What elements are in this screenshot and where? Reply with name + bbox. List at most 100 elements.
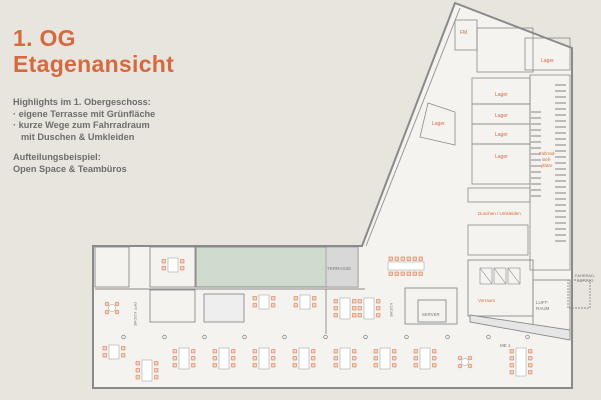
desk xyxy=(515,347,527,377)
layout-example-text: Open Space & Teambüros xyxy=(13,163,127,174)
chair xyxy=(102,346,107,351)
desk xyxy=(258,347,270,370)
label-lager: Lager xyxy=(495,154,508,160)
chair xyxy=(191,363,196,368)
label-vorraum: Vorraum xyxy=(478,298,495,303)
chair xyxy=(333,356,338,361)
chair xyxy=(104,301,110,307)
chair xyxy=(418,271,423,276)
chair xyxy=(357,299,362,304)
column xyxy=(242,334,247,340)
chair xyxy=(406,256,411,261)
chair xyxy=(467,363,473,369)
chair xyxy=(180,259,185,264)
chair xyxy=(102,353,107,358)
desk-group xyxy=(292,347,316,370)
label-fahrradstellplaetze: plätze xyxy=(541,163,553,168)
desk-group xyxy=(172,347,196,370)
desks xyxy=(102,256,533,382)
desk xyxy=(218,347,230,370)
chair xyxy=(509,349,514,354)
highlight-item: mit Duschen & Umkleiden xyxy=(21,131,135,142)
column xyxy=(445,334,450,340)
label-duschen: Duschen / Umkleiden xyxy=(478,211,521,216)
highlight-item: · kurze Wege zum Fahrradraum xyxy=(13,120,150,130)
desk-group xyxy=(333,347,357,370)
chair xyxy=(388,271,393,276)
chair xyxy=(352,299,357,304)
wing-walls xyxy=(419,19,571,271)
chair xyxy=(376,299,381,304)
chair xyxy=(400,256,405,261)
label-fahrrad-aufzug: AUFZUG xyxy=(577,278,593,283)
chair xyxy=(271,363,276,368)
chair xyxy=(292,356,297,361)
chair xyxy=(392,356,397,361)
chair xyxy=(406,271,411,276)
chair xyxy=(252,356,257,361)
highlights-block: Highlights im 1. Obergeschoss: · eigene … xyxy=(13,97,155,143)
chair xyxy=(292,363,297,368)
desk-group xyxy=(357,297,381,320)
elevators xyxy=(479,267,521,285)
conference-table xyxy=(387,256,425,276)
desk-group xyxy=(252,347,276,370)
chair xyxy=(413,356,418,361)
chair xyxy=(231,356,236,361)
chair xyxy=(394,271,399,276)
chair xyxy=(180,266,185,271)
chair xyxy=(252,349,257,354)
chair xyxy=(161,266,166,271)
chair xyxy=(312,296,317,301)
chair xyxy=(392,363,397,368)
chair xyxy=(311,356,316,361)
desk xyxy=(299,294,311,310)
chair xyxy=(357,313,362,318)
highlights-heading: Highlights im 1. Obergeschoss: xyxy=(13,97,151,107)
desk-group xyxy=(252,294,276,310)
chair xyxy=(114,309,120,315)
label-server: SERVER xyxy=(422,312,440,317)
label-luftraum: RAUM xyxy=(536,306,550,311)
chair xyxy=(528,370,533,375)
chair xyxy=(432,349,437,354)
desk-group xyxy=(161,257,185,273)
column xyxy=(323,334,328,340)
chair xyxy=(191,349,196,354)
chair xyxy=(231,349,236,354)
chair xyxy=(172,356,177,361)
label-opt-kueche: OPT. KÜCHE xyxy=(133,302,138,326)
chair xyxy=(293,296,298,301)
label-fahrradstellplaetze: Fahrrad- xyxy=(539,151,556,156)
desk-group xyxy=(413,347,437,370)
table xyxy=(108,304,116,312)
desk xyxy=(298,347,310,370)
chair xyxy=(191,356,196,361)
desk xyxy=(141,359,153,382)
chair xyxy=(352,363,357,368)
chair xyxy=(333,313,338,318)
building-outline xyxy=(92,1,573,389)
chair xyxy=(252,296,257,301)
chair xyxy=(528,363,533,368)
chair xyxy=(121,346,126,351)
chair xyxy=(457,363,463,369)
desk xyxy=(379,347,391,370)
chair xyxy=(509,363,514,368)
desk-group xyxy=(293,294,317,310)
chair xyxy=(376,313,381,318)
chair xyxy=(388,256,393,261)
label-fm: FM xyxy=(460,30,467,36)
label-luftraum: LUFT- xyxy=(536,300,549,305)
column xyxy=(486,334,491,340)
desk xyxy=(363,297,375,320)
meeting-table xyxy=(104,301,120,315)
layout-example-block: Aufteilungsbeispiel: Open Space & Teambü… xyxy=(13,152,127,175)
chair xyxy=(357,306,362,311)
chair xyxy=(373,349,378,354)
label-lager: Lager xyxy=(432,121,445,127)
chair xyxy=(509,370,514,375)
label-lager: Lager xyxy=(495,92,508,98)
column xyxy=(525,334,530,340)
